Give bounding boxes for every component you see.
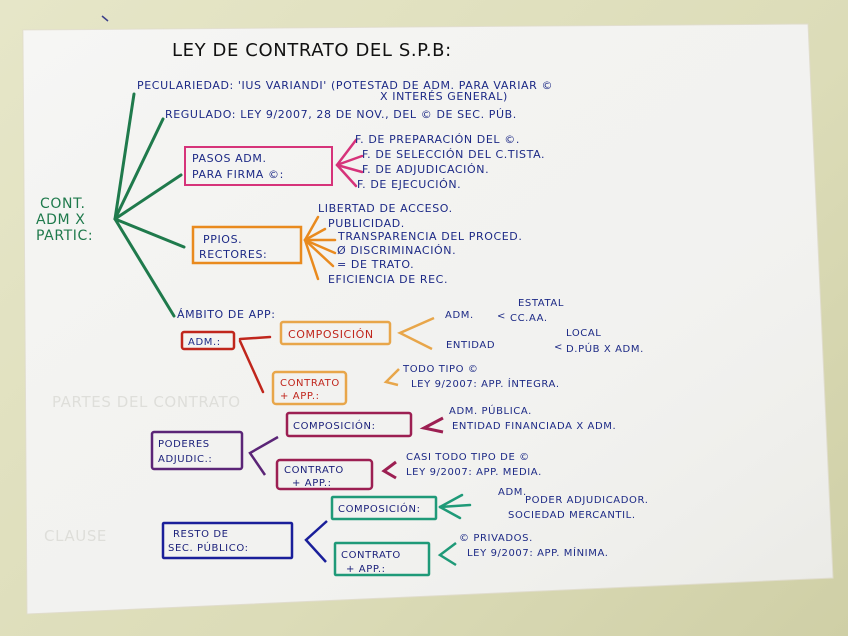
ambito-resto: RESTO DE SEC. PÚBLICO: COMPOSICIÓN: ADM.… (161, 487, 648, 577)
svg-text:PECULARIEDAD: 'IUS VARIANDI' (: PECULARIEDAD: 'IUS VARIANDI' (POTESTAD D… (137, 79, 553, 92)
svg-text:© PRIVADOS.: © PRIVADOS. (459, 533, 533, 544)
svg-text:LEY 9/2007: APP. ÍNTEGRA.: LEY 9/2007: APP. ÍNTEGRA. (411, 377, 560, 390)
svg-text:D.PÚB X ADM.: D.PÚB X ADM. (566, 342, 644, 355)
svg-text:ENTIDAD FINANCIADA X ADM.: ENTIDAD FINANCIADA X ADM. (452, 421, 616, 432)
resto-contrato-arrow-icon (437, 542, 457, 567)
svg-text:PODER ADJUDICADOR.: PODER ADJUDICADOR. (525, 495, 648, 506)
svg-text:X INTERÉS GENERAL): X INTERÉS GENERAL) (380, 90, 508, 103)
svg-text:LOCAL: LOCAL (566, 328, 601, 339)
svg-text:PARA FIRMA ©:: PARA FIRMA ©: (192, 168, 284, 181)
stray-pen-mark (101, 15, 109, 22)
branch-peculiaridad: PECULARIEDAD: 'IUS VARIANDI' (POTESTAD D… (137, 79, 553, 103)
adm-composicion-box (279, 320, 392, 346)
svg-text:ADM X: ADM X (36, 212, 85, 228)
resto-box (161, 521, 294, 560)
svg-text:CC.AA.: CC.AA. (510, 313, 548, 324)
branch-regulado: REGULADO: LEY 9/2007, 28 DE NOV., DEL © … (165, 108, 517, 121)
page-title: LEY DE CONTRATO DEL S.P.B: (172, 40, 452, 61)
svg-text:PARTIC:: PARTIC: (36, 228, 93, 244)
svg-text:SEC. PÚBLICO:: SEC. PÚBLICO: (168, 541, 249, 554)
adm-box (180, 330, 236, 351)
poderes-composicion-arrow-icon (419, 416, 444, 434)
svg-text:PUBLICIDAD.: PUBLICIDAD. (328, 217, 405, 230)
svg-text:COMPOSICIÓN:: COMPOSICIÓN: (293, 419, 376, 432)
resto-bracket-icon (304, 520, 328, 563)
svg-text:CONTRATO: CONTRATO (284, 465, 344, 476)
adm-contrato-bracket-icon (383, 368, 400, 387)
svg-text:LEY 9/2007: APP. MEDIA.: LEY 9/2007: APP. MEDIA. (406, 467, 542, 478)
svg-text:+ APP.:: + APP.: (292, 478, 332, 489)
svg-text:COMPOSICIÓN:: COMPOSICIÓN: (338, 502, 421, 515)
svg-text:CONTRATO: CONTRATO (341, 550, 401, 561)
ambito-poderes: PODERES ADJUDIC.: COMPOSICIÓN: ADM. PÚBL… (150, 404, 616, 491)
poderes-contrato-box (275, 458, 374, 491)
poderes-contrato-arrow-icon (381, 460, 397, 480)
svg-text:Ø DISCRIMINACIÓN.: Ø DISCRIMINACIÓN. (337, 244, 456, 257)
pasos-box (184, 146, 333, 186)
svg-text:LIBERTAD DE ACCESO.: LIBERTAD DE ACCESO. (318, 202, 453, 215)
svg-text:F. DE ADJUDICACIÓN.: F. DE ADJUDICACIÓN. (362, 163, 489, 176)
adm-contrato-box (271, 370, 348, 406)
branch-pasos: PASOS ADM. PARA FIRMA ©: F. DE PREPARACI… (184, 133, 545, 191)
svg-text:PPIOS.: PPIOS. (203, 233, 242, 246)
svg-text:<: < (554, 342, 563, 353)
svg-text:EFICIENCIA DE REC.: EFICIENCIA DE REC. (328, 273, 448, 286)
svg-text:ENTIDAD: ENTIDAD (446, 340, 495, 351)
svg-text:COMPOSICIÓN: COMPOSICIÓN (288, 328, 374, 341)
svg-text:PODERES: PODERES (158, 439, 210, 450)
svg-text:ADJUDIC.:: ADJUDIC.: (158, 454, 212, 465)
adm-composicion-bracket-icon (397, 316, 435, 351)
svg-text:+ APP.:: + APP.: (346, 564, 386, 575)
branch-principios: PPIOS. RECTORES: LIBERTAD DE ACCESO. PUB… (191, 202, 522, 286)
paper-shading (23, 24, 833, 614)
ambito-label: ÁMBITO DE APP: (177, 308, 276, 321)
svg-text:PASOS ADM.: PASOS ADM. (192, 152, 267, 165)
svg-text:F. DE SELECCIÓN DEL C.TISTA.: F. DE SELECCIÓN DEL C.TISTA. (362, 148, 545, 161)
ghost-text-1: PARTES DEL CONTRATO (52, 393, 241, 411)
poderes-bracket-icon (248, 435, 279, 476)
svg-text:F. DE PREPARACIÓN DEL ©.: F. DE PREPARACIÓN DEL ©. (355, 133, 520, 146)
svg-text:LEY 9/2007: APP. MÍNIMA.: LEY 9/2007: APP. MÍNIMA. (467, 546, 609, 559)
svg-text:RESTO DE: RESTO DE (173, 529, 229, 540)
svg-text:= DE TRATO.: = DE TRATO. (337, 258, 414, 271)
svg-text:ESTATAL: ESTATAL (518, 298, 564, 309)
svg-text:ADM.: ADM. (498, 487, 527, 498)
ghost-text-2: CLAUSE (44, 527, 107, 545)
svg-text:CASI TODO TIPO DE ©: CASI TODO TIPO DE © (406, 452, 530, 463)
resto-contrato-box (333, 541, 431, 577)
root-node: CONT. ADM X PARTIC: (36, 196, 93, 244)
adm-connectors (238, 335, 272, 394)
principios-arrow-icon (303, 215, 337, 281)
svg-text:ADM. PÚBLICA.: ADM. PÚBLICA. (449, 404, 532, 417)
poderes-box (150, 430, 244, 471)
svg-text:CONT.: CONT. (40, 196, 86, 212)
root-connectors (113, 92, 186, 318)
svg-text:F. DE EJECUCIÓN.: F. DE EJECUCIÓN. (357, 178, 461, 191)
svg-text:+ APP.:: + APP.: (280, 391, 320, 402)
svg-text:CONTRATO: CONTRATO (280, 378, 340, 389)
resto-composicion-arrow-icon (438, 493, 472, 520)
ambito-adm: ADM.: COMPOSICIÓN ADM. ESTATAL < CC.AA. … (180, 298, 644, 406)
svg-text:RECTORES:: RECTORES: (199, 248, 267, 261)
svg-text:TODO TIPO ©: TODO TIPO © (402, 364, 478, 375)
principios-box (191, 225, 303, 265)
svg-text:<: < (497, 311, 506, 322)
resto-composicion-box (330, 495, 438, 521)
svg-text:SOCIEDAD MERCANTIL.: SOCIEDAD MERCANTIL. (508, 510, 636, 521)
svg-text:ADM.:: ADM.: (188, 337, 221, 348)
svg-text:ADM.: ADM. (445, 310, 474, 321)
pasos-arrow-icon (335, 138, 364, 188)
svg-text:TRANSPARENCIA DEL PROCED.: TRANSPARENCIA DEL PROCED. (337, 230, 522, 243)
poderes-composicion-box (285, 411, 413, 438)
